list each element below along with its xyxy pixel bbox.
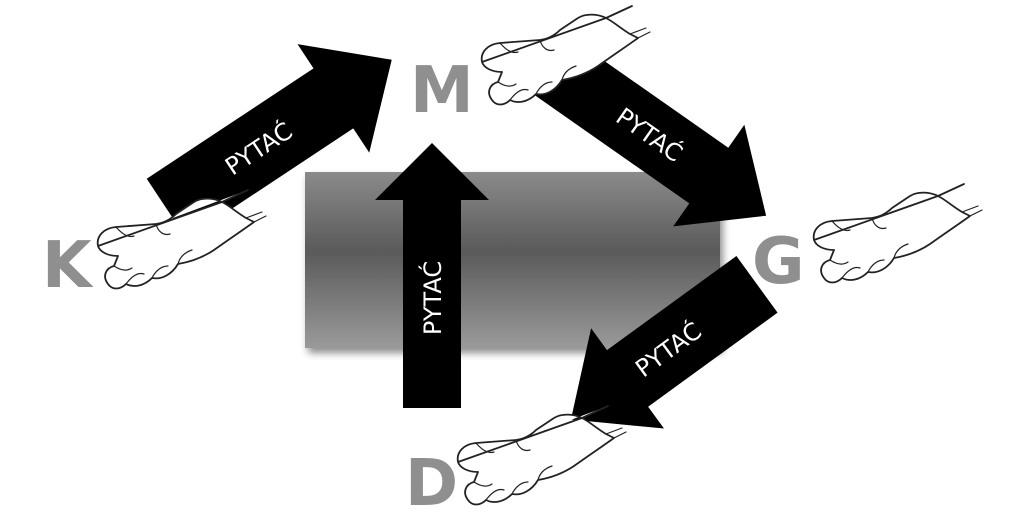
node-k-letter: K <box>42 229 94 303</box>
arrow-d-to-m-label: PYTAĆ <box>417 261 447 335</box>
pointing-hand-icon <box>812 183 983 284</box>
arrow-d-to-m-shape <box>375 143 489 408</box>
arrow-g-to-d-shape <box>570 256 778 429</box>
arrow-g-to-d: PYTAĆ <box>570 256 778 429</box>
node-d-letter: D <box>405 447 458 521</box>
arrow-k-to-m: PYTAĆ <box>146 44 392 239</box>
node-g-letter: G <box>752 225 805 299</box>
arrow-k-to-m-shape <box>146 44 392 239</box>
node-m-letter: M <box>410 54 474 128</box>
arrow-m-to-g: PYTAĆ <box>532 37 767 227</box>
arrow-d-to-m: PYTAĆ <box>375 143 489 408</box>
arrow-m-to-g-shape <box>532 37 767 227</box>
